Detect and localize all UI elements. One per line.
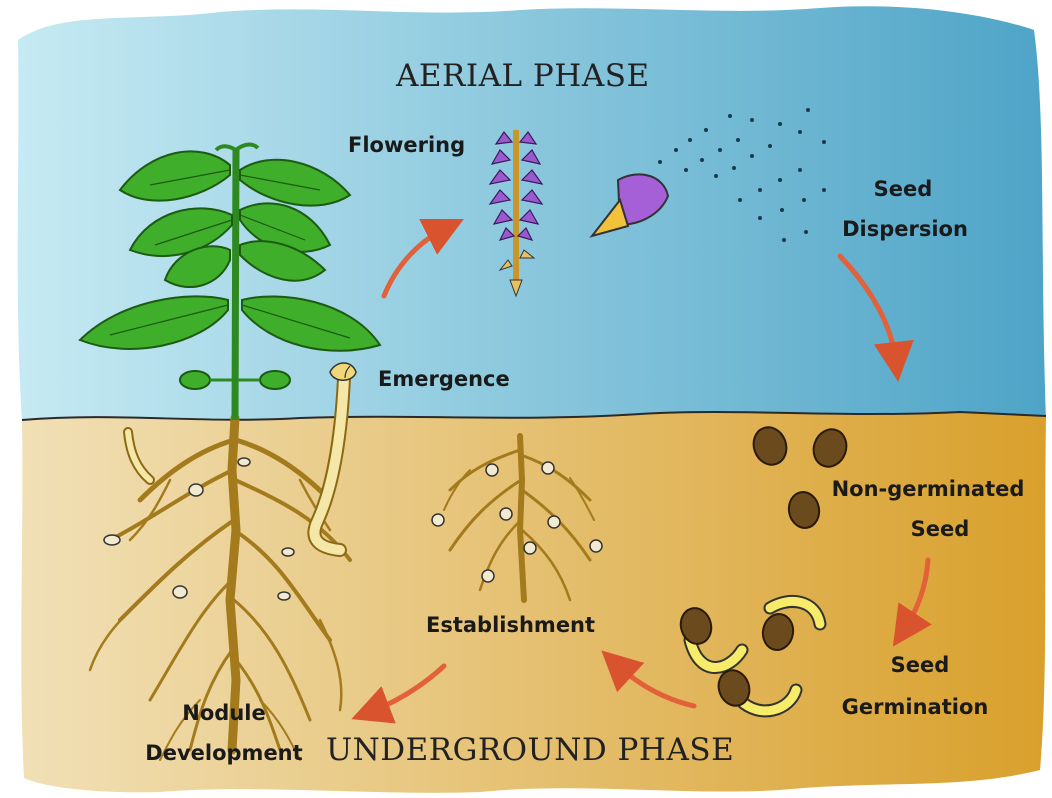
label-seed-dispersion-line2: Dispersion (842, 210, 968, 248)
label-nodule-line1: Nodule (176, 694, 272, 732)
label-flowering: Flowering (348, 126, 465, 164)
label-non-germinated-line1: Non-germinated (828, 470, 1028, 508)
label-seed-germination-line1: Seed (880, 646, 960, 684)
aerial-phase-title: AERIAL PHASE (396, 58, 650, 94)
label-seed-germination-line2: Germination (832, 688, 998, 726)
label-seed-dispersion-line1: Seed (858, 170, 948, 208)
underground-phase-title: UNDERGROUND PHASE (326, 732, 734, 768)
label-nodule-line2: Development (142, 734, 306, 772)
label-emergence: Emergence (378, 360, 510, 398)
label-non-germinated-line2: Seed (900, 510, 980, 548)
label-establishment: Establishment (426, 606, 595, 644)
